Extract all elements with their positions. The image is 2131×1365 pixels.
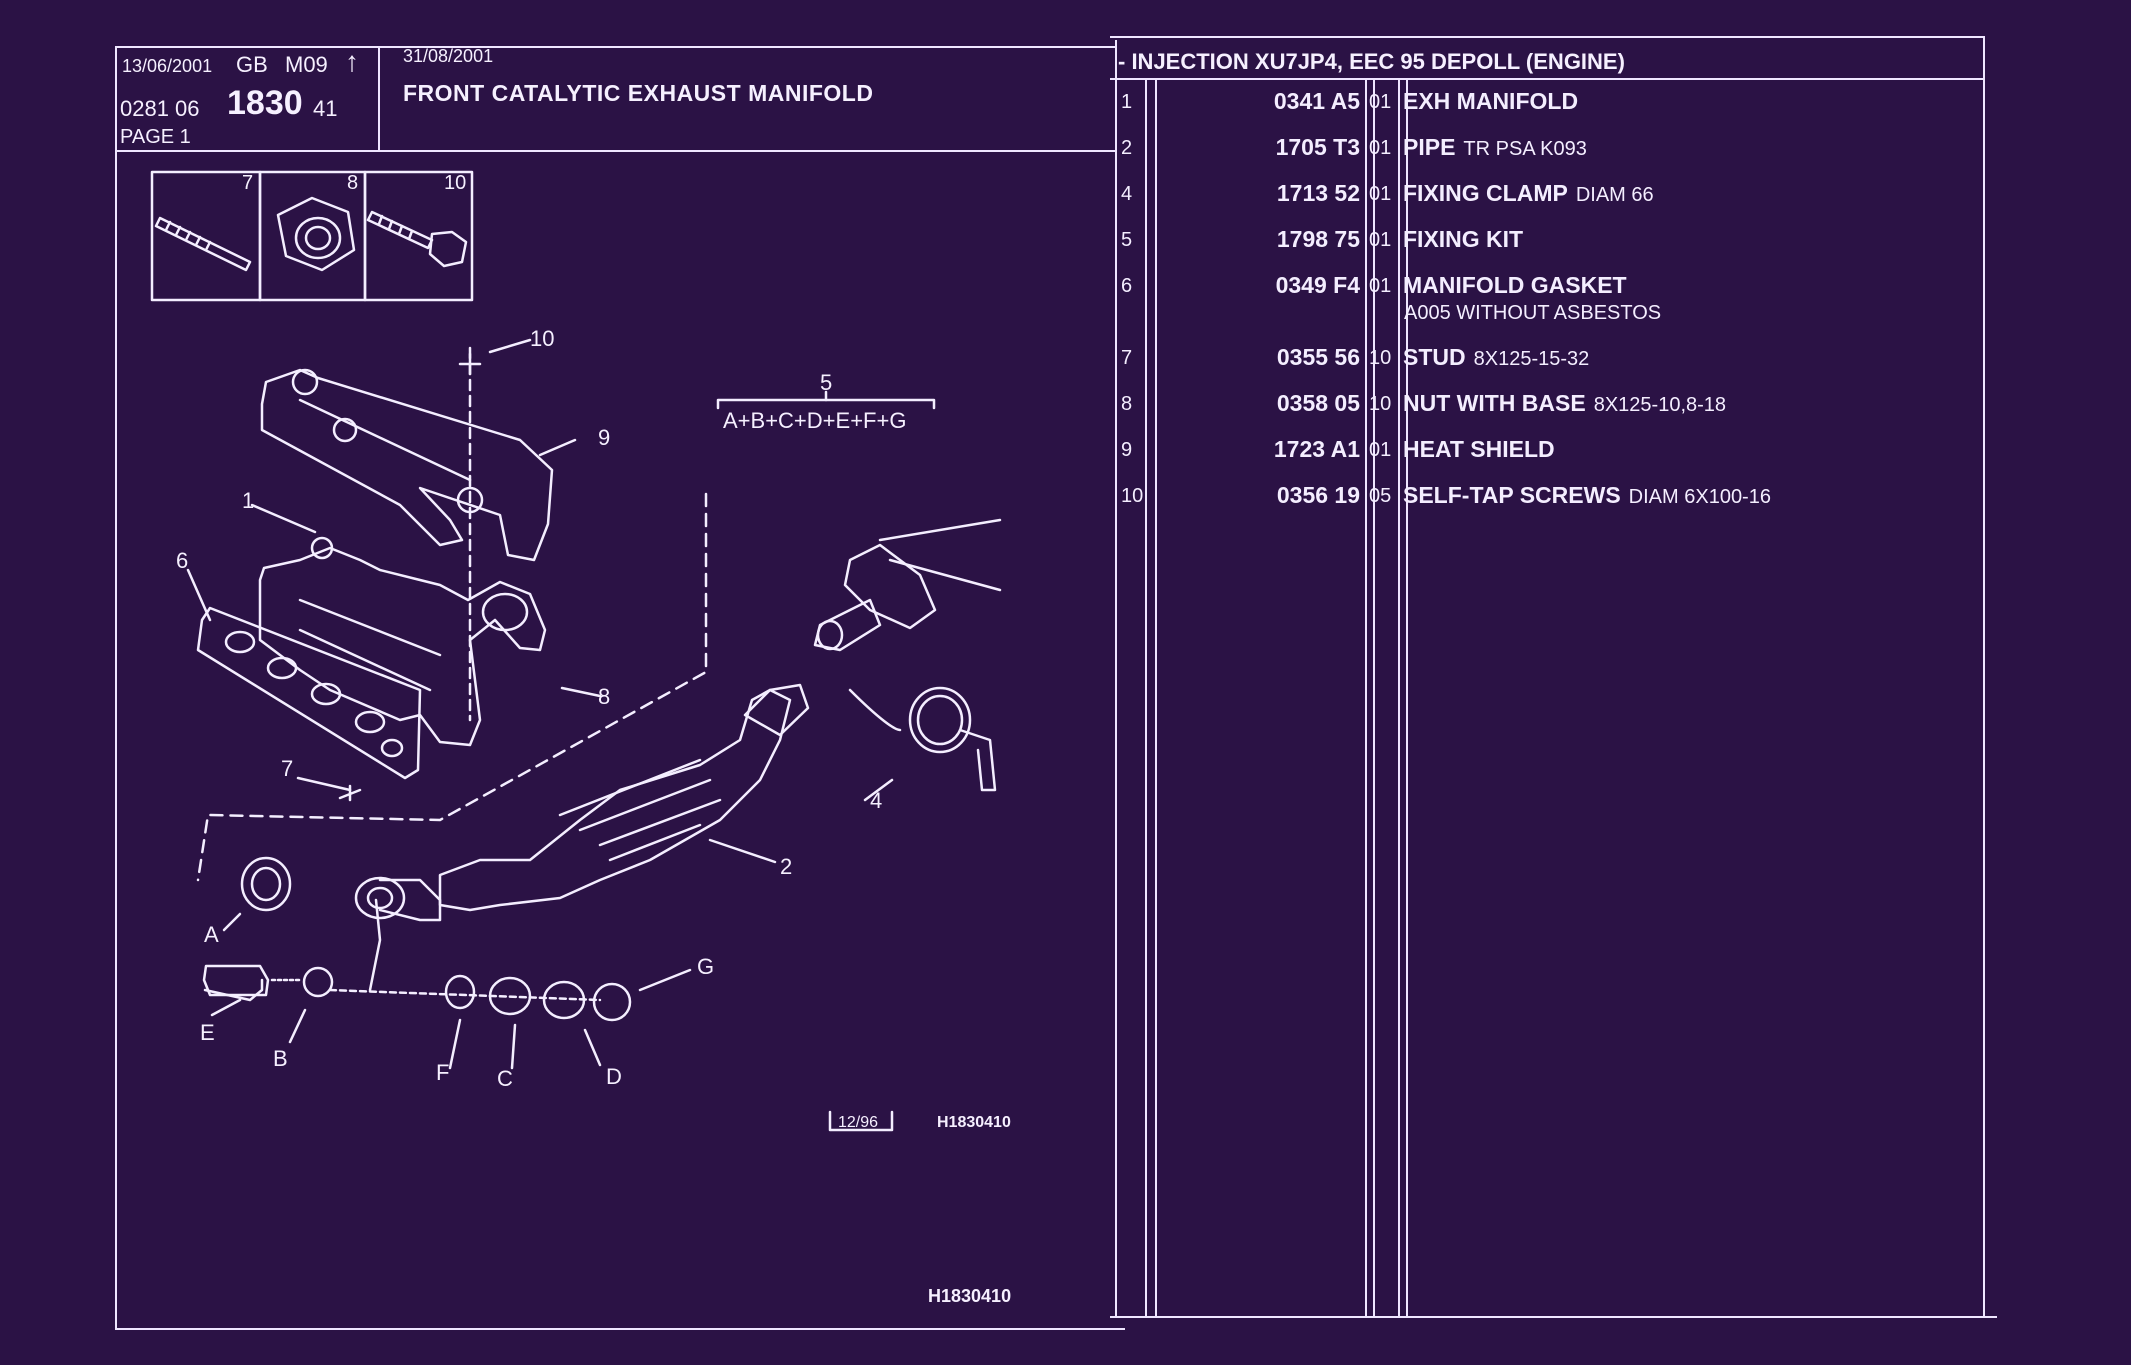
callout-leaders: [186, 338, 894, 1070]
up-arrow-icon: ↑: [345, 46, 359, 77]
callout-7: 7: [281, 756, 294, 781]
callout-6: 6: [176, 548, 189, 573]
part-name: PIPE: [1403, 134, 1456, 160]
part-spec: 8X125-15-32: [1473, 348, 1590, 370]
part-description: FIXING KIT: [1403, 226, 1523, 253]
code-main: 1830: [227, 84, 303, 122]
code-prefix: 0281 06: [120, 96, 200, 121]
section-title: - INJECTION XU7JP4, EEC 95 DEPOLL (ENGIN…: [1118, 49, 1625, 74]
exhaust-manifold-drawing: [258, 536, 547, 747]
part-description: STUD 8X125-15-32: [1403, 344, 1589, 371]
thumb-label-7: 7: [242, 172, 254, 194]
footer-ref: H1830410: [928, 1286, 1012, 1306]
issue-date: 13/06/2001: [122, 56, 213, 76]
thumbnail-panel: [150, 170, 474, 302]
part-name: MANIFOLD GASKET: [1403, 272, 1627, 298]
callout-10: 10: [530, 326, 555, 351]
part-number: 8: [1121, 393, 1133, 415]
part-reference: 0341 A5: [1273, 88, 1360, 114]
callout-8: 8: [598, 684, 611, 709]
fixing-clamp-drawing: [848, 686, 997, 792]
part-reference: 1713 52: [1276, 180, 1360, 206]
part-quantity: 10: [1369, 347, 1392, 369]
callout-A: A: [204, 922, 219, 947]
callout-1: 1: [242, 488, 255, 513]
fittings-drawing: [202, 856, 632, 1022]
part-spec: DIAM 6X100-16: [1628, 486, 1771, 508]
callout-B: B: [273, 1046, 288, 1071]
part-description: PIPE TR PSA K093: [1403, 134, 1587, 161]
thumb-label-8: 8: [347, 172, 359, 194]
model-code: M09: [285, 52, 328, 77]
manifold-gasket-drawing: [196, 606, 422, 780]
part-spec: 8X125-10,8-18: [1593, 394, 1727, 416]
callout-C: C: [497, 1066, 513, 1091]
part-quantity: 01: [1369, 275, 1392, 297]
part-number: 6: [1121, 275, 1133, 297]
formula-label: A+B+C+D+E+F+G: [723, 408, 907, 433]
revision-date: 31/08/2001: [403, 46, 494, 66]
code-suffix: 41: [313, 96, 338, 121]
part-spec: DIAM 66: [1575, 184, 1654, 206]
part-quantity: 01: [1369, 91, 1392, 113]
callout-D: D: [606, 1064, 622, 1089]
part-reference: 0358 05: [1276, 390, 1360, 416]
nut-thumb-icon: [276, 196, 356, 272]
part-name: STUD: [1403, 344, 1466, 370]
thumb-label-10: 10: [444, 172, 467, 194]
callout-E: E: [200, 1020, 215, 1045]
part-reference: 0349 F4: [1275, 272, 1360, 298]
part-quantity: 01: [1369, 183, 1392, 205]
callout-4: 4: [870, 788, 883, 813]
part-number: 4: [1121, 183, 1133, 205]
part-reference: 0356 19: [1276, 482, 1360, 508]
part-description: MANIFOLD GASKET: [1403, 272, 1627, 299]
stud-thumb-icon: [154, 216, 252, 272]
part-reference: 1723 A1: [1273, 436, 1360, 462]
callout-2: 2: [780, 854, 793, 879]
drawing-ref: H1830410: [937, 1114, 1011, 1131]
part-number: 2: [1121, 137, 1133, 159]
part-name: HEAT SHIELD: [1403, 436, 1555, 462]
part-number: 10: [1121, 485, 1144, 507]
rear-pipe-drawing: [813, 518, 1002, 652]
part-quantity: 05: [1369, 485, 1392, 507]
part-quantity: 01: [1369, 137, 1392, 159]
part-spec: TR PSA K093: [1463, 138, 1587, 160]
part-number: 1: [1121, 91, 1133, 113]
callout-5: 5: [820, 370, 833, 395]
part-name: FIXING KIT: [1403, 226, 1524, 252]
callout-F: F: [436, 1060, 450, 1085]
part-name: SELF-TAP SCREWS: [1403, 482, 1621, 508]
screw-thumb-icon: [366, 210, 468, 268]
part-description: EXH MANIFOLD: [1403, 88, 1578, 115]
part-quantity: 01: [1369, 229, 1392, 251]
part-name: EXH MANIFOLD: [1403, 88, 1579, 114]
part-note: A005 WITHOUT ASBESTOS: [1404, 302, 1662, 324]
part-description: SELF-TAP SCREWS DIAM 6X100-16: [1403, 482, 1771, 509]
heat-shield-drawing: [260, 368, 554, 562]
catalytic-pipe-drawing: [354, 683, 810, 922]
part-quantity: 10: [1369, 393, 1392, 415]
part-reference: 0355 56: [1276, 344, 1360, 370]
part-description: FIXING CLAMP DIAM 66: [1403, 180, 1654, 207]
part-name: FIXING CLAMP: [1403, 180, 1568, 206]
part-number: 7: [1121, 347, 1133, 369]
part-name: NUT WITH BASE: [1403, 390, 1586, 416]
page-title: FRONT CATALYTIC EXHAUST MANIFOLD: [403, 80, 874, 106]
part-reference: 1798 75: [1276, 226, 1360, 252]
part-description: HEAT SHIELD: [1403, 436, 1555, 463]
page-label: PAGE 1: [120, 126, 191, 148]
callout-9: 9: [598, 425, 611, 450]
part-number: 5: [1121, 229, 1133, 251]
part-reference: 1705 T3: [1275, 134, 1360, 160]
part-number: 9: [1121, 439, 1133, 461]
stamp-date: 12/96: [838, 1114, 879, 1131]
part-description: NUT WITH BASE 8X125-10,8-18: [1403, 390, 1726, 417]
language-code: GB: [236, 52, 268, 77]
callout-G: G: [697, 954, 715, 979]
part-quantity: 01: [1369, 439, 1392, 461]
